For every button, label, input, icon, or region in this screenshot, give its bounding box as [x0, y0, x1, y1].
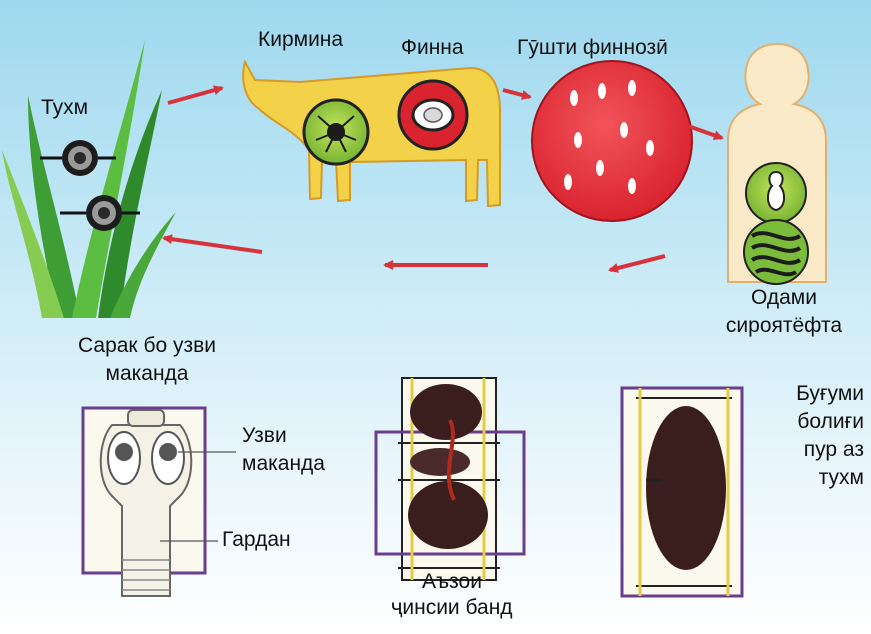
human-label-line2: сироятёфта	[724, 314, 844, 338]
infected-meat-icon	[532, 61, 692, 221]
human-label-line1: Одами	[724, 286, 844, 310]
segment-label-line3: пур аз	[748, 438, 864, 462]
finna-circle-icon	[399, 81, 467, 149]
segment-label-line2: болиғи	[748, 410, 864, 434]
neck-label: Гардан	[222, 528, 291, 552]
cysticercus-circle-icon	[304, 100, 368, 164]
segment-label-line1: Буғуми	[748, 382, 864, 406]
scolex-label-line1: Сарак бо узви	[42, 334, 252, 358]
infected-meat-label: Гӯшти финнозӣ	[517, 36, 668, 60]
reproductive-label-line1: Аъзои	[376, 570, 528, 594]
host-animal-label: Кирмина	[258, 28, 343, 52]
sucker-label-line2: маканда	[242, 452, 325, 476]
human-silhouette-illustration	[728, 44, 826, 284]
mature-proglottid-illustration	[622, 388, 742, 596]
egg-label: Тухм	[41, 96, 88, 120]
proglottid-illustration	[376, 378, 524, 580]
scolex-illustration	[83, 408, 236, 596]
scolex-label-line2: маканда	[42, 362, 252, 386]
segment-label-line4: тухм	[748, 466, 864, 490]
finna-label: Финна	[401, 36, 464, 60]
egg-icon	[40, 140, 116, 176]
grass-illustration	[2, 40, 176, 318]
reproductive-label-line2: ҷинсии банд	[376, 596, 528, 620]
sucker-label-line1: Узви	[242, 424, 287, 448]
